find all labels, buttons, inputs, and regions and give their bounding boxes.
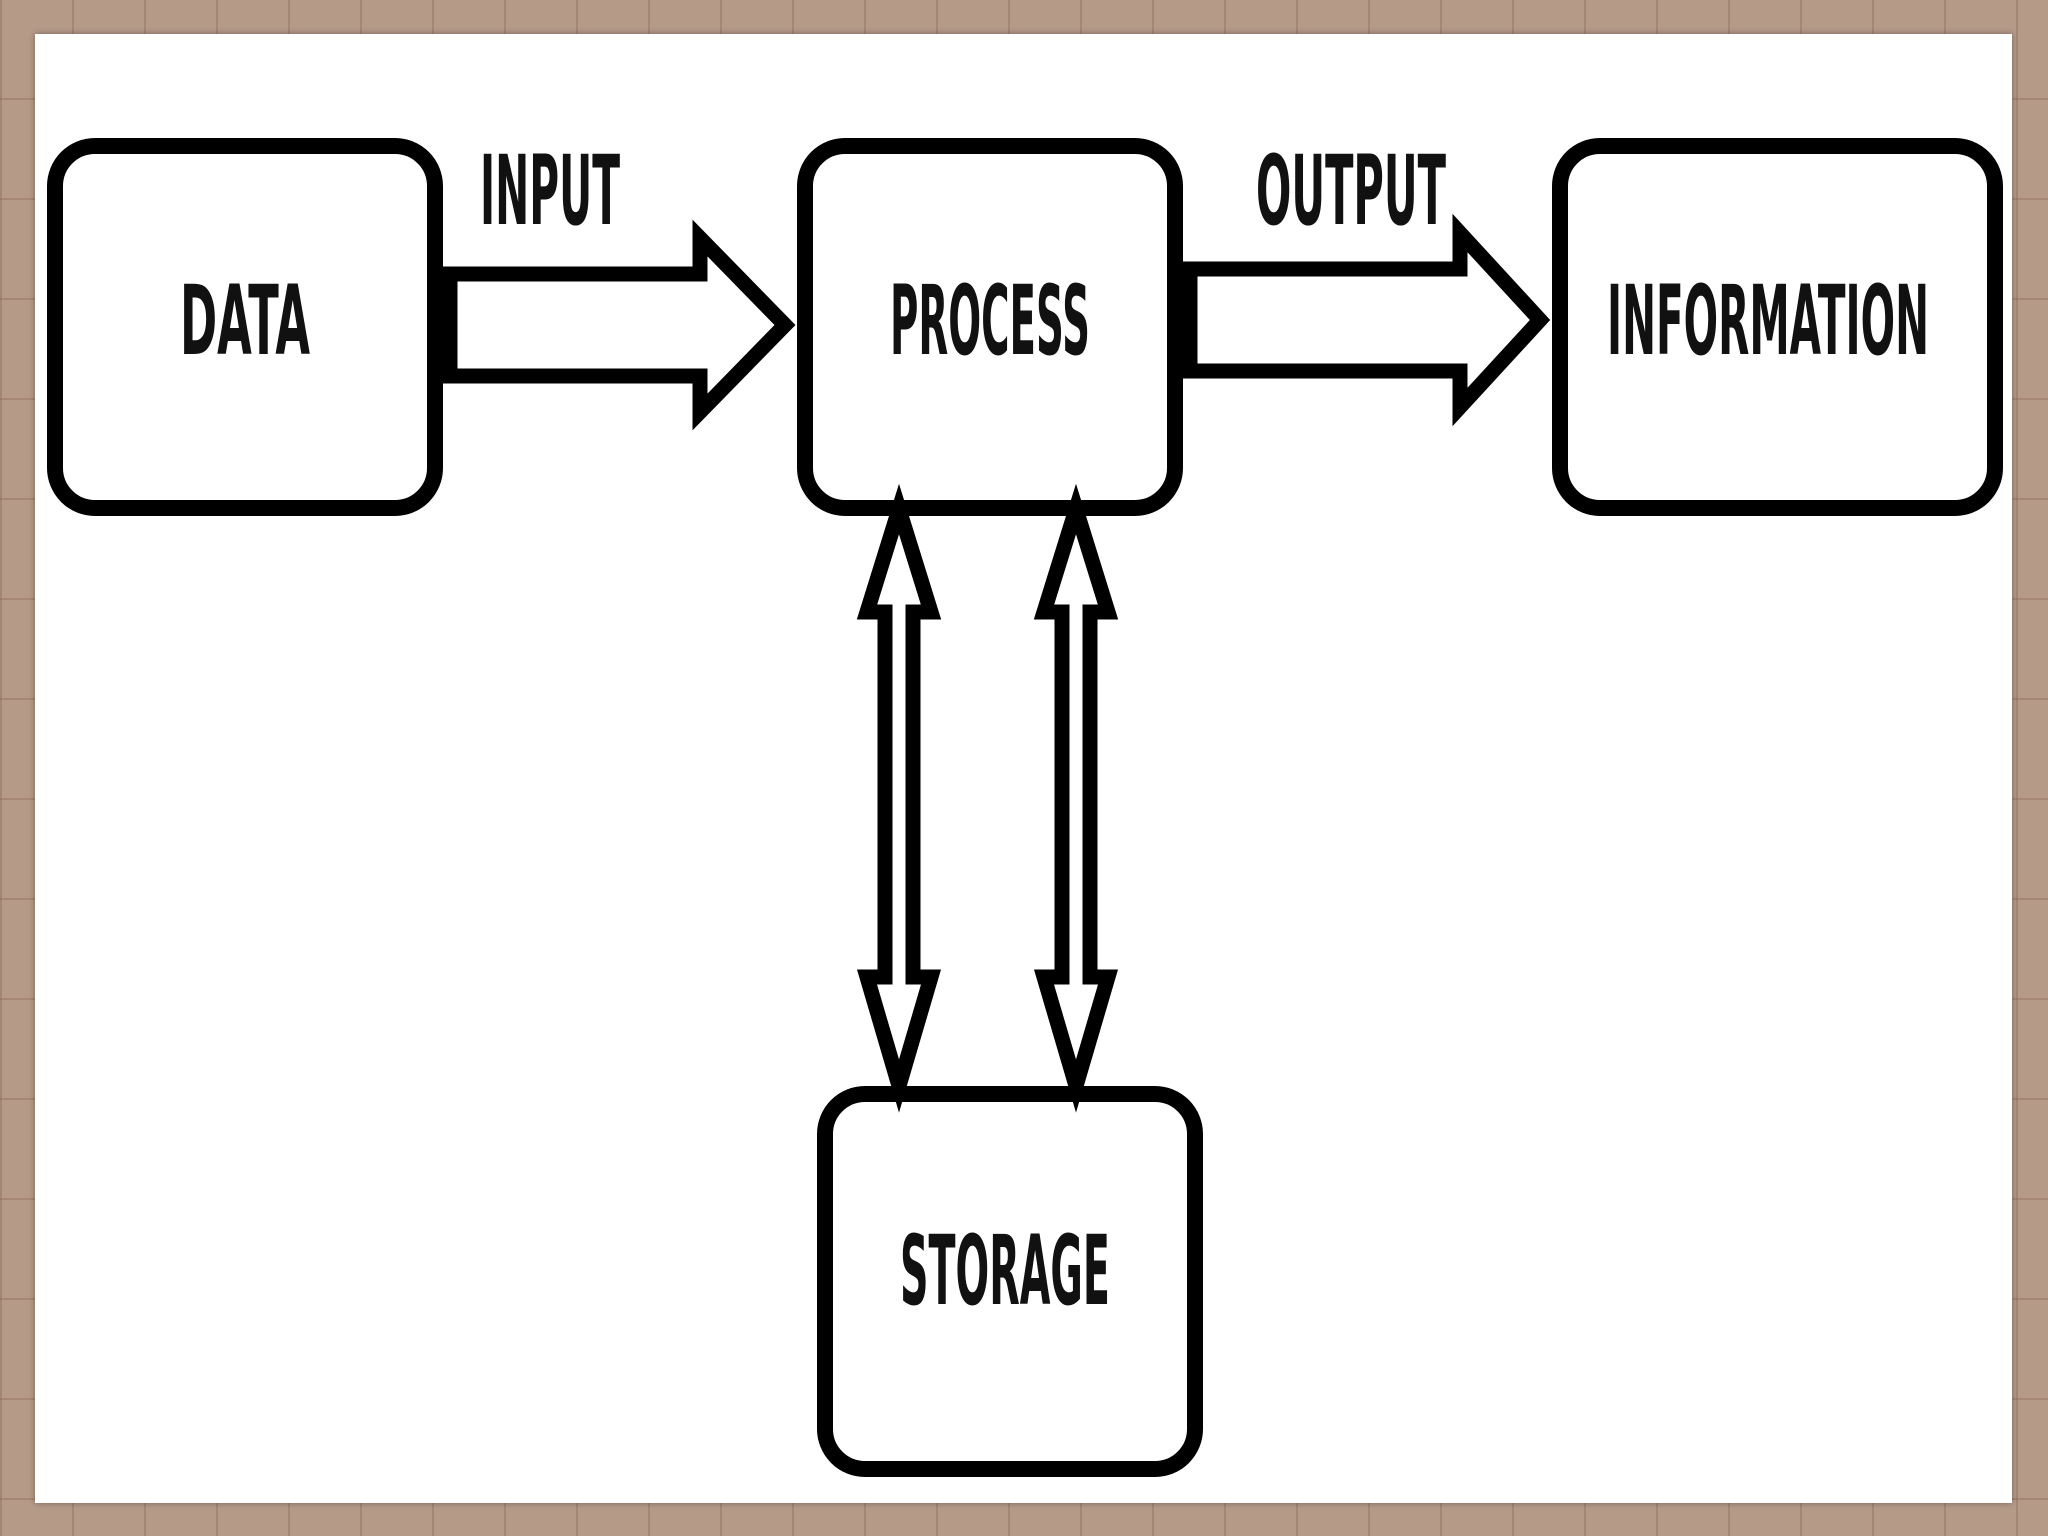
output-arrow bbox=[1182, 213, 1551, 427]
data-box bbox=[47, 138, 443, 516]
information-box bbox=[1552, 138, 2003, 516]
flow-diagram: DATA PROCESS INFORMATION STORAGE INPUT O… bbox=[47, 135, 2003, 1477]
input-label: INPUT bbox=[480, 135, 620, 247]
data-label: DATA bbox=[180, 265, 310, 377]
storage-double-arrow-right bbox=[1033, 483, 1119, 1113]
storage-box bbox=[817, 1086, 1203, 1477]
process-box bbox=[797, 138, 1183, 516]
diagram-slide: DATA PROCESS INFORMATION STORAGE INPUT O… bbox=[35, 34, 2012, 1503]
storage-label: STORAGE bbox=[900, 1215, 1110, 1327]
information-label: INFORMATION bbox=[1607, 265, 1929, 377]
output-label: OUTPUT bbox=[1256, 135, 1446, 247]
process-label: PROCESS bbox=[890, 265, 1090, 377]
storage-double-arrow-left bbox=[856, 483, 942, 1113]
input-arrow bbox=[442, 219, 796, 431]
